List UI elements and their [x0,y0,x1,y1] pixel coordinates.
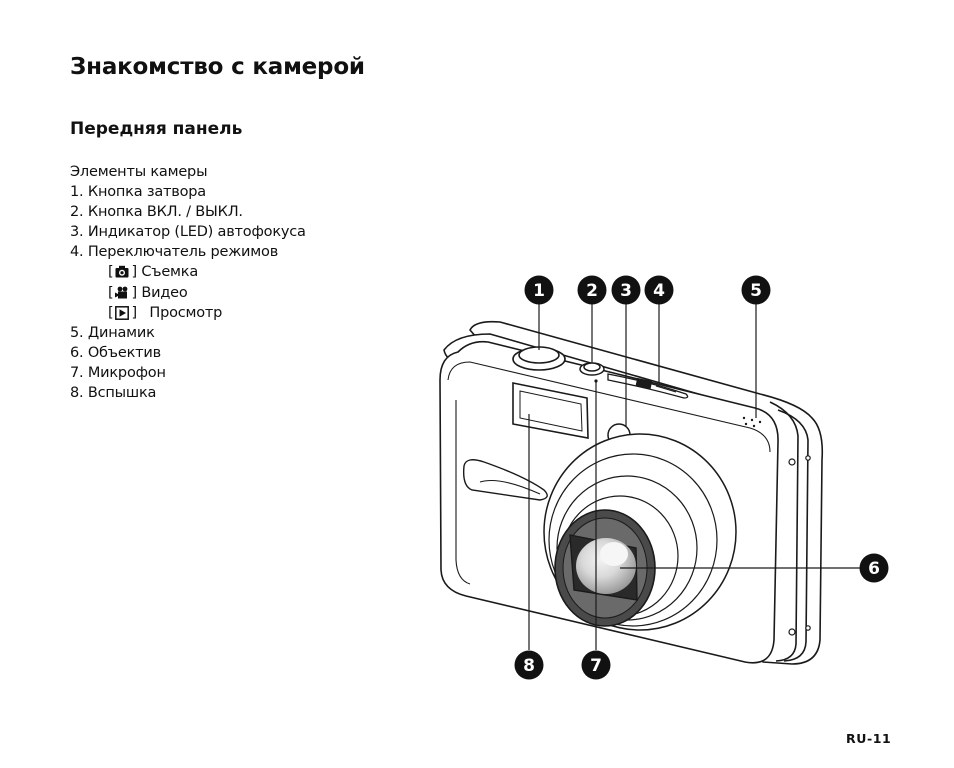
bracket-close: ] [131,304,137,321]
mode-label-capture: Съемка [141,264,199,281]
bracket-open: [ [108,284,114,301]
camera-screws [788,455,811,636]
mode-item-capture: [] Съемка [70,262,306,282]
callout-5: 5 [741,275,771,305]
camera-parts-list: Элементы камеры 1. Кнопка затвора 2. Кно… [70,162,306,403]
mode-item-playback: [] Просмотр [70,303,306,323]
callout-1: 1 [524,275,554,305]
svg-text:4: 4 [653,281,665,301]
bracket-open: [ [108,304,114,321]
list-item-lens: 6. Объектив [70,344,161,361]
svg-text:7: 7 [590,656,602,676]
svg-text:1: 1 [533,281,545,301]
list-item-flash: 8. Вспышка [70,385,157,402]
list-item-microphone: 7. Микрофон [70,364,166,381]
bracket-open: [ [108,264,114,281]
page-number: RU-11 [846,731,892,746]
camera-icon [115,265,129,278]
svg-text:5: 5 [750,281,762,301]
power-button [579,362,605,376]
callout-lines [528,304,860,650]
svg-text:6: 6 [868,559,880,579]
list-item-power-button: 2. Кнопка ВКЛ. / ВЫКЛ. [70,204,243,221]
mode-label-playback: Просмотр [149,304,223,321]
svg-text:3: 3 [620,281,632,301]
section-title: Передняя панель [70,119,243,139]
callout-3: 3 [611,275,641,305]
mode-switch [607,373,689,399]
list-item-mode-switch: 4. Переключатель режимов [70,244,279,261]
callout-2: 2 [577,275,607,305]
callout-4: 4 [644,275,674,305]
play-icon [115,305,130,320]
bracket-close: ] [131,264,137,281]
list-item-speaker: 5. Динамик [70,324,155,341]
lens-assembly [543,433,737,631]
callout-8: 8 [514,650,544,680]
svg-text:8: 8 [523,656,535,676]
grip-ridge [462,459,548,501]
microphone-hole [594,379,598,383]
bracket-close: ] [131,284,137,301]
parts-list-heading: Элементы камеры [70,164,208,180]
svg-text:2: 2 [586,281,598,301]
flash-window [512,382,589,439]
callout-markers: 1 2 3 4 5 6 7 8 [514,275,889,680]
speaker-holes [742,416,762,428]
list-item-af-led: 3. Индикатор (LED) автофокуса [70,224,306,241]
mode-label-video: Видео [141,284,188,301]
list-item-shutter-button: 1. Кнопка затвора [70,184,206,201]
page-title: Знакомство с камерой [70,54,365,80]
callout-6: 6 [859,553,889,583]
shutter-button [512,346,566,371]
callout-7: 7 [581,650,611,680]
mode-item-video: [] Видео [70,283,306,303]
video-camera-icon [115,286,129,299]
